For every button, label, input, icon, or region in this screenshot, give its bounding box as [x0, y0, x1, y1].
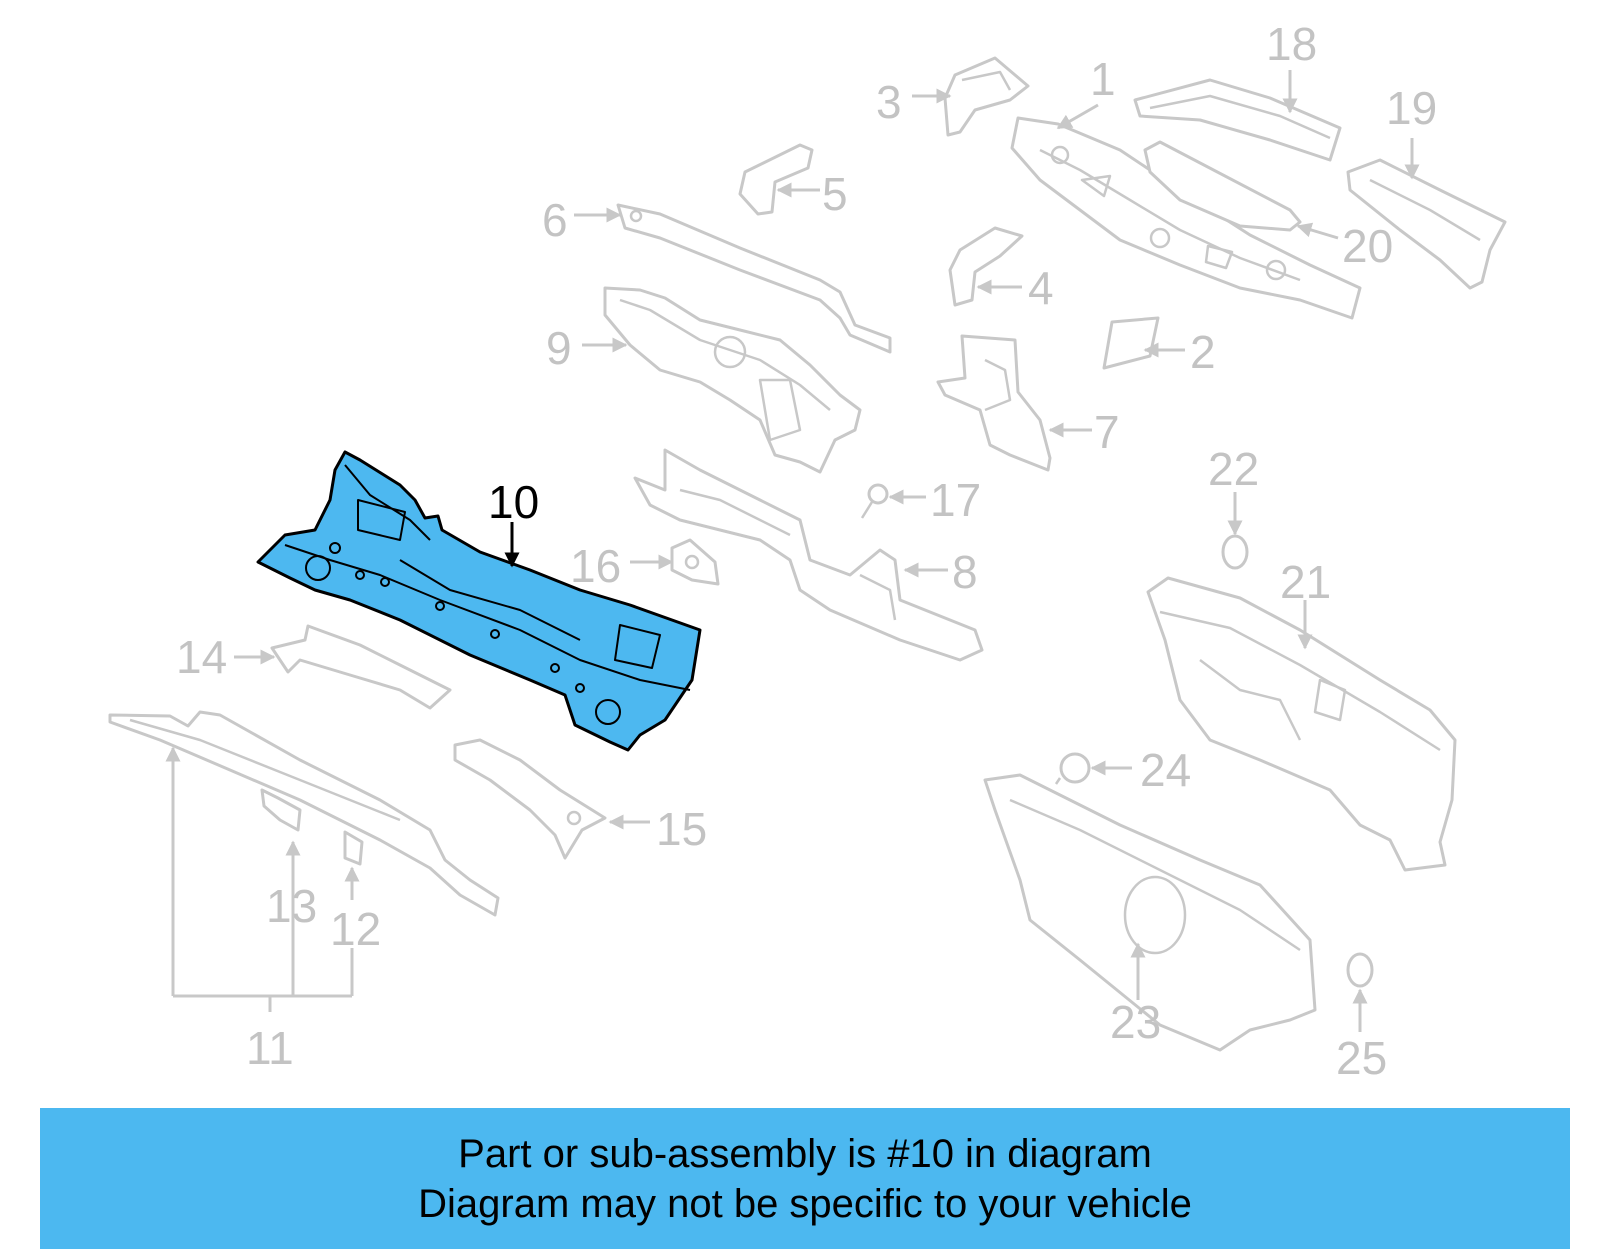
part-7-shape — [936, 334, 1052, 472]
part-16-shape — [670, 538, 720, 586]
part-4-shape — [948, 226, 1024, 307]
callout-11: 11 — [246, 1022, 294, 1074]
part-20-shape — [1143, 140, 1302, 232]
part-3-shape — [943, 56, 1030, 137]
part-5-shape — [738, 143, 814, 216]
banner-line-2: Diagram may not be specific to your vehi… — [418, 1181, 1192, 1226]
part-23-shape — [983, 773, 1317, 1052]
callout-5: 5 — [822, 168, 848, 220]
callout-1: 1 — [1090, 53, 1116, 105]
callout-16: 16 — [570, 540, 621, 592]
callout-8: 8 — [952, 546, 978, 598]
part-2-shape — [1102, 316, 1160, 370]
part-18-shape — [1133, 78, 1342, 162]
callout-9: 9 — [546, 322, 572, 374]
callout-12: 12 — [330, 903, 381, 955]
callout-14: 14 — [176, 631, 227, 683]
part-9-shape — [603, 286, 862, 474]
callout-numbers: 1 2 3 4 5 6 7 8 9 10 11 12 13 14 15 16 1… — [176, 18, 1437, 1084]
callout-3: 3 — [876, 76, 902, 128]
callout-20: 20 — [1342, 220, 1393, 272]
part-19-shape — [1346, 158, 1507, 290]
part-12-shape — [343, 830, 364, 866]
callout-2: 2 — [1190, 326, 1216, 378]
part-13-shape — [260, 788, 302, 832]
part-15-shape — [453, 738, 607, 860]
callout-7: 7 — [1094, 406, 1120, 458]
part-17-shape — [860, 483, 889, 519]
info-banner: Part or sub-assembly is #10 in diagram D… — [40, 1108, 1570, 1249]
callout-24: 24 — [1140, 744, 1191, 796]
callout-19: 19 — [1386, 82, 1437, 134]
callout-15: 15 — [656, 803, 707, 855]
callout-23: 23 — [1110, 996, 1161, 1048]
callout-17: 17 — [930, 474, 981, 526]
part-21-shape — [1146, 576, 1457, 872]
callout-21: 21 — [1280, 556, 1331, 608]
callout-6: 6 — [542, 194, 568, 246]
banner-line-1: Part or sub-assembly is #10 in diagram — [458, 1131, 1152, 1176]
leader-lines — [165, 70, 1420, 1032]
part-14-shape — [270, 624, 452, 710]
part-25-shape — [1346, 952, 1374, 988]
callout-4: 4 — [1028, 262, 1054, 314]
part-22-shape — [1221, 534, 1249, 570]
callout-22: 22 — [1208, 443, 1259, 495]
part-6-shape — [616, 203, 892, 354]
callout-18: 18 — [1266, 18, 1317, 70]
callout-13: 13 — [266, 880, 317, 932]
part-8-shape — [633, 448, 984, 662]
callout-10: 10 — [488, 476, 539, 528]
part-24-shape — [1054, 752, 1091, 785]
callout-25: 25 — [1336, 1032, 1387, 1084]
part-11-shape — [108, 710, 500, 917]
part-10-highlighted-shape — [256, 450, 702, 752]
